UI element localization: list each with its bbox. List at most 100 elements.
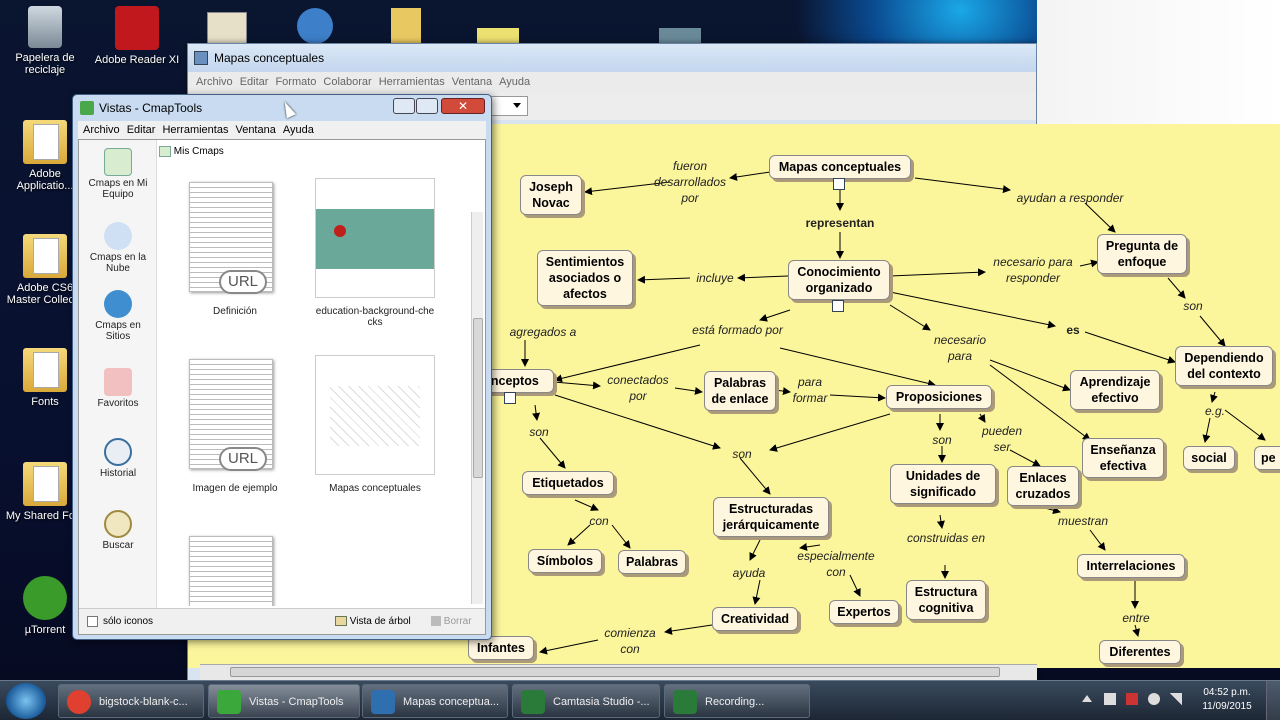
node-expertos[interactable]: Expertos	[829, 600, 899, 624]
link-muestran[interactable]: muestran	[1057, 514, 1109, 528]
menu-archivo[interactable]: Archivo	[83, 124, 120, 136]
link-incluye[interactable]: incluye	[696, 271, 734, 285]
node-simbolos[interactable]: Símbolos	[528, 549, 602, 573]
node-unidades[interactable]: Unidades de significado	[890, 464, 996, 504]
taskbar-button-cmaptools[interactable]: Vistas - CmapTools	[208, 684, 360, 718]
taskbar-button-mapas[interactable]: Mapas conceptua...	[362, 684, 508, 718]
taskbar-button-chrome[interactable]: bigstock-blank-c...	[58, 684, 204, 718]
menu-editar[interactable]: Editar	[126, 124, 156, 136]
sidebar-item-nube[interactable]: Cmaps en la Nube	[83, 222, 153, 274]
recycle-bin-desktop-icon[interactable]: Papelera de reciclaje	[0, 6, 90, 76]
sidebar-item-mi-equipo[interactable]: Cmaps en Mi Equipo	[83, 148, 153, 200]
solo-iconos-checkbox[interactable]	[87, 616, 98, 627]
link-son-a[interactable]: son	[1183, 299, 1203, 313]
adobe-cs6-desktop-icon[interactable]: Adobe CS6 Master Collec...	[0, 234, 90, 306]
volume-icon[interactable]	[1148, 693, 1160, 705]
node-estructuradas[interactable]: Estructuradas jerárquicamente	[713, 497, 829, 537]
scrollbar-thumb[interactable]	[230, 667, 1000, 677]
sidebar-item-sitios[interactable]: Cmaps en Sitios	[83, 290, 153, 342]
link-agregados[interactable]: agregados a	[509, 325, 577, 339]
link-pueden[interactable]: pueden ser	[981, 424, 1023, 454]
node-pregunta[interactable]: Pregunta de enfoque	[1097, 234, 1187, 274]
node-enlaces[interactable]: Enlaces cruzados	[1007, 466, 1079, 506]
canvas-scrollbar[interactable]	[200, 664, 1037, 680]
start-button[interactable]	[6, 683, 46, 719]
node-pe[interactable]: pe	[1254, 446, 1280, 470]
menu-ventana[interactable]: Ventana	[451, 76, 493, 88]
fonts-desktop-icon[interactable]: Fonts	[0, 348, 90, 408]
menu-formato[interactable]: Formato	[275, 76, 317, 88]
adobe-reader-desktop-icon[interactable]: Adobe Reader XI	[92, 6, 182, 66]
node-mapas-conceptuales[interactable]: Mapas conceptuales	[769, 155, 911, 179]
show-hidden-icons-button[interactable]	[1082, 695, 1092, 702]
menu-ayuda[interactable]: Ayuda	[499, 76, 531, 88]
resource-icon[interactable]	[832, 300, 844, 312]
sidebar-item-historial[interactable]: Historial	[83, 438, 153, 479]
menu-ventana[interactable]: Ventana	[235, 124, 276, 136]
link-son-d[interactable]: son	[932, 433, 952, 447]
link-eg[interactable]: e.g.	[1204, 404, 1225, 418]
link-formado[interactable]: está formado por	[692, 323, 783, 337]
resource-icon[interactable]	[504, 392, 516, 404]
minimize-button[interactable]	[393, 98, 415, 114]
cmap-item-partial[interactable]	[175, 532, 295, 606]
menu-archivo[interactable]: Archivo	[196, 76, 233, 88]
show-desktop-button[interactable]	[1266, 681, 1280, 720]
node-etiquetados[interactable]: Etiquetados	[522, 471, 614, 495]
menu-colaborar[interactable]: Colaborar	[323, 76, 372, 88]
clock[interactable]: 04:52 p.m. 11/09/2015	[1196, 686, 1258, 714]
menu-herramientas[interactable]: Herramientas	[162, 124, 229, 136]
window-title-bar[interactable]: Vistas - CmapTools ✕	[73, 95, 491, 121]
node-aprendizaje[interactable]: Aprendizaje efectivo	[1070, 370, 1160, 410]
taskbar-button-recording[interactable]: Recording...	[664, 684, 810, 718]
node-creatividad[interactable]: Creatividad	[712, 607, 798, 631]
menu-ayuda[interactable]: Ayuda	[282, 124, 314, 136]
node-sentimientos[interactable]: Sentimientos asociados o afectos	[537, 250, 633, 306]
node-estructura[interactable]: Estructura cognitiva	[906, 580, 986, 620]
link-son-c[interactable]: son	[732, 447, 752, 461]
link-ayudan[interactable]: ayudan a responder	[1016, 191, 1124, 205]
link-necesario[interactable]: necesario para	[933, 333, 987, 363]
link-representan[interactable]: representan	[805, 216, 875, 230]
node-ensenanza[interactable]: Enseñanza efectiva	[1082, 438, 1164, 478]
window-title-bar[interactable]: Mapas conceptuales	[188, 44, 1036, 72]
cmap-item-education[interactable]: education-background-checks	[315, 178, 435, 328]
node-palabras-enlace[interactable]: Palabras de enlace	[704, 371, 776, 411]
shared-folder-desktop-icon[interactable]: My Shared Fo...	[0, 462, 90, 522]
cmap-item-mapas[interactable]: Mapas conceptuales	[315, 355, 435, 494]
cmap-item-imagen[interactable]: URL Imagen de ejemplo	[175, 355, 295, 494]
close-button[interactable]: ✕	[441, 98, 485, 114]
node-proposiciones[interactable]: Proposiciones	[886, 385, 992, 409]
node-social[interactable]: social	[1183, 446, 1235, 470]
link-es[interactable]: es	[1066, 323, 1080, 337]
scrollbar[interactable]	[471, 212, 483, 604]
adobe-applications-desktop-icon[interactable]: Adobe Applicatio...	[0, 120, 90, 192]
link-construidas[interactable]: construidas en	[906, 531, 986, 545]
link-necesario-responder[interactable]: necesario para responder	[993, 255, 1073, 285]
node-dependiendo[interactable]: Dependiendo del contexto	[1175, 346, 1273, 386]
node-conocimiento[interactable]: Conocimiento organizado	[788, 260, 890, 300]
link-conectados[interactable]: conectados por	[607, 373, 669, 403]
link-con-a[interactable]: con	[589, 514, 609, 528]
link-comienza[interactable]: comienza con	[604, 626, 656, 656]
utorrent-desktop-icon[interactable]: µTorrent	[0, 576, 90, 636]
link-ayuda[interactable]: ayuda	[732, 566, 766, 580]
node-palabras[interactable]: Palabras	[618, 550, 686, 574]
cmaptools-views-window[interactable]: Vistas - CmapTools ✕ Archivo Editar Herram…	[72, 94, 492, 640]
breadcrumb-label[interactable]: Mis Cmaps	[173, 146, 224, 158]
menu-herramientas[interactable]: Herramientas	[378, 76, 445, 88]
node-diferentes[interactable]: Diferentes	[1099, 640, 1181, 664]
maximize-button[interactable]	[416, 98, 438, 114]
link-especialmente[interactable]: especialmente con	[797, 549, 875, 579]
tree-view-button[interactable]: Vista de árbol	[335, 609, 411, 635]
network-icon[interactable]	[1126, 693, 1138, 705]
flag-icon[interactable]	[1104, 693, 1116, 705]
resource-icon[interactable]	[833, 178, 845, 190]
node-infantes[interactable]: Infantes	[468, 636, 534, 660]
sidebar-item-buscar[interactable]: Buscar	[83, 510, 153, 551]
scrollbar-thumb[interactable]	[473, 318, 483, 478]
cmap-item-definicion[interactable]: URL Definición	[175, 178, 295, 317]
link-para-formar[interactable]: para formar	[792, 375, 828, 405]
link-entre[interactable]: entre	[1122, 611, 1150, 625]
delete-button[interactable]: Borrar	[431, 609, 472, 635]
